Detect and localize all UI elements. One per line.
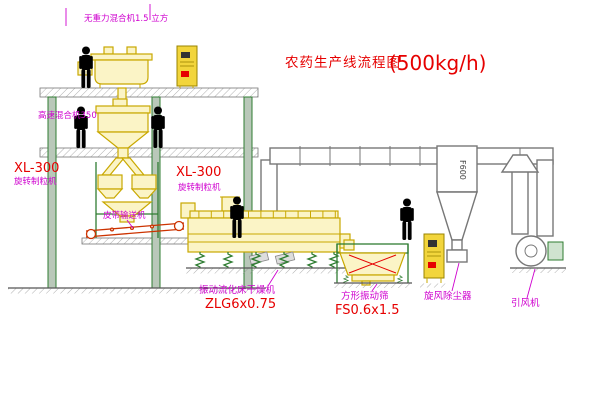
label-sieve-name: 方形振动筛 [341,290,389,302]
building-structure [8,87,266,294]
hopper-outlet [119,215,135,223]
second-floor-slab [39,147,259,158]
fan-base-hatch [510,268,566,273]
fan-housing [515,235,547,267]
induced-draft-fan [510,235,566,273]
granulator-left-cone [96,188,124,199]
sieve-bottom [351,274,395,282]
through-slab-duct [117,147,129,159]
dryer-base-hatch [186,268,346,274]
label-dryer-name: 振动流化床干燥机 [199,284,276,296]
granulator-unit [95,162,159,238]
label-granulator-left-name: 旋转制粒机 [14,176,57,187]
diagram-title: 农药生产线流程图 (500kg/h) [285,51,486,75]
y-branch-right [120,157,146,176]
sieve-inlet [343,239,355,251]
label-belt-conveyor: 皮带输送机 [103,210,146,221]
mixer-lid [95,105,151,114]
roof-slab [39,87,259,98]
cyclone-barrel [436,145,478,193]
sieve-base-hatch [334,283,412,288]
cyclone-discharge-box [446,249,468,263]
granulator-right-body [131,174,157,190]
label-granulator-left-model: XL-300 [14,161,59,176]
square-vibrating-sieve [334,239,412,288]
duct-flanges [299,146,421,166]
exhaust-duct-system [260,146,554,237]
control-cabinet-roof [176,45,198,88]
label-cyclone-name: 旋风除尘器 [424,290,472,302]
stack-rain-cap [500,154,540,173]
dryer-body [187,217,341,253]
worker-sieve [400,198,414,240]
cyclone-diameter-tag: F600 [458,160,467,180]
label-dryer-model: ZLG6x0.75 [205,297,276,312]
cabinet-display [181,52,190,58]
annotation-labels: 无重力混合机1.5 立方 高速混合机350 XL-300 旋转制粒机 XL-30… [14,4,540,318]
worker-roof [79,46,93,88]
exhaust-stack [500,148,540,235]
conveyor-roller-right [173,220,185,232]
granulator-left-body [97,174,123,190]
ground-hatch [8,288,266,294]
mixer-trough [94,59,149,85]
cyclone-cone [436,191,478,241]
mixer-cone [96,131,150,149]
label-granulator-right-model: XL-300 [176,165,221,180]
conveyor-roller-left [85,228,97,240]
cabinet-display [428,240,437,247]
high-speed-mixer [95,98,151,159]
label-high-speed-mixer: 高速混合机350 [38,110,97,121]
cabinet-red-button [181,71,189,77]
fan-downcomer-duct [536,159,554,237]
label-sieve-model: FS0.6x1.5 [335,303,400,318]
y-split-duct [100,157,146,176]
label-granulator-right-name: 旋转制粒机 [178,182,221,193]
cyclone-dust-collector: F600 [436,145,478,263]
dryer-riser-duct [260,159,278,213]
mixer-inlet-stub [126,46,137,55]
main-horizontal-duct [269,147,554,165]
column-left [47,96,57,289]
stack-pipe [511,169,529,235]
y-branch-left [100,157,126,176]
fan-motor [547,241,564,261]
title-text: 农药生产线流程图 [285,55,401,71]
belt-conveyor [85,220,185,240]
control-cabinet-right [420,233,448,288]
cyclone-outlet-stub [451,239,463,251]
cabinet-red-button [428,262,436,268]
mixer-inlet-stub [103,46,114,55]
vibration-motor [274,251,296,265]
mixer-body [97,112,149,133]
label-gravity-mixer: 无重力混合机1.5 立方 [84,13,168,24]
mixer-rim [90,53,153,61]
granulator-right-cone [130,188,158,199]
title-capacity: (500kg/h) [389,51,486,75]
label-fan-name: 引风机 [511,297,540,309]
